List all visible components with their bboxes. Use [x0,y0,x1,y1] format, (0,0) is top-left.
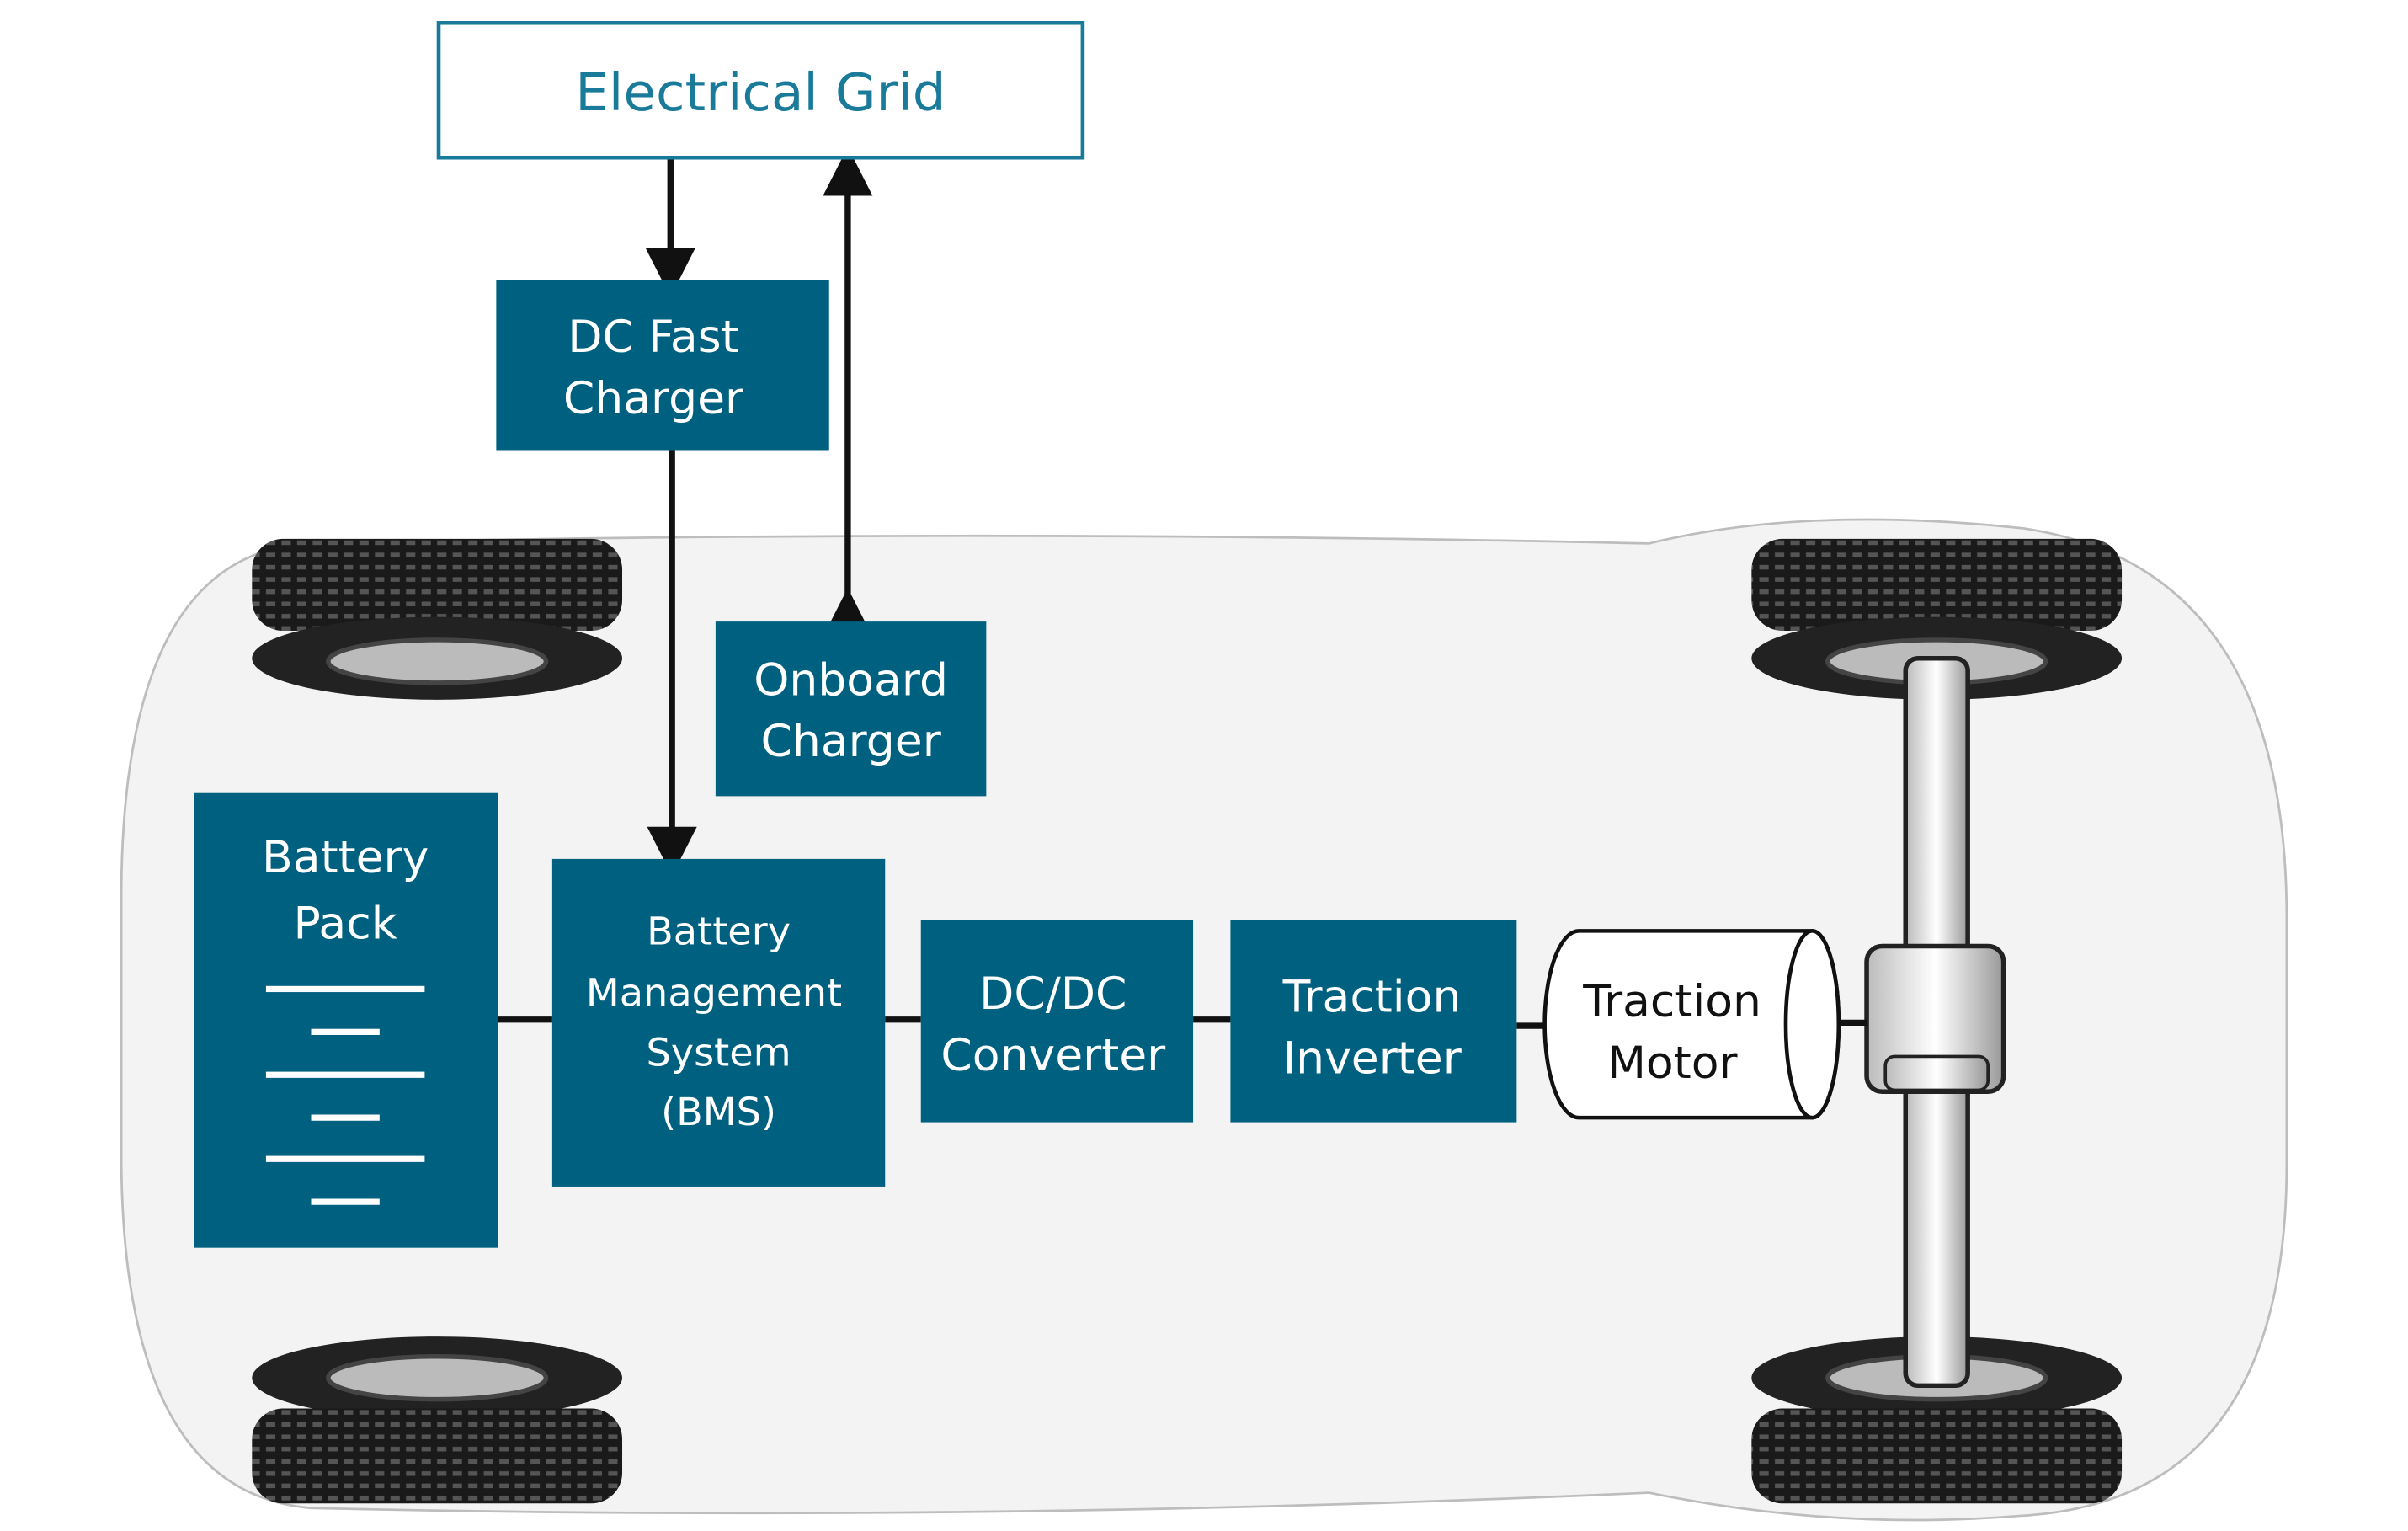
dc-fast-charger-label-2: Charger [563,372,743,424]
dcdc-converter-block: DC/DC Converter [920,920,1194,1123]
bms-label-3: System [646,1030,791,1075]
tire-rear-right [1751,1336,2123,1504]
inverter-label-2: Inverter [1282,1032,1462,1084]
bms-label-1: Battery [647,909,791,954]
traction-inverter-block: Traction Inverter [1230,920,1517,1123]
electrical-grid-label: Electrical Grid [575,61,946,122]
motor-label-1: Traction [1582,976,1761,1027]
bms-label-4: (BMS) [661,1090,776,1135]
traction-motor-cylinder: Traction Motor [1542,929,1841,1120]
tire-rear-left [252,1336,623,1504]
onboard-charger-label-1: Onboard [754,654,948,706]
bms-label-2: Management [586,970,842,1016]
motor-label-2: Motor [1607,1037,1738,1088]
tire-front-left [252,538,623,700]
dc-fast-charger-block: DC Fast Charger [496,280,829,451]
dcdc-label-2: Converter [940,1029,1165,1080]
electrical-grid-box: Electrical Grid [436,20,1085,160]
onboard-charger-block: Onboard Charger [715,621,987,797]
battery-pack-label-2: Pack [294,898,397,949]
battery-pack-block: Battery Pack [194,792,498,1248]
dcdc-label-1: DC/DC [979,968,1127,1019]
onboard-charger-label-2: Charger [760,715,940,766]
dc-fast-charger-label-1: DC Fast [567,312,738,363]
rear-axle [1864,656,2006,1389]
battery-pack-label-1: Battery [262,832,429,883]
bms-block: Battery Management System (BMS) [551,858,886,1187]
battery-cells-icon [265,985,425,1205]
inverter-label-1: Traction [1282,971,1462,1022]
